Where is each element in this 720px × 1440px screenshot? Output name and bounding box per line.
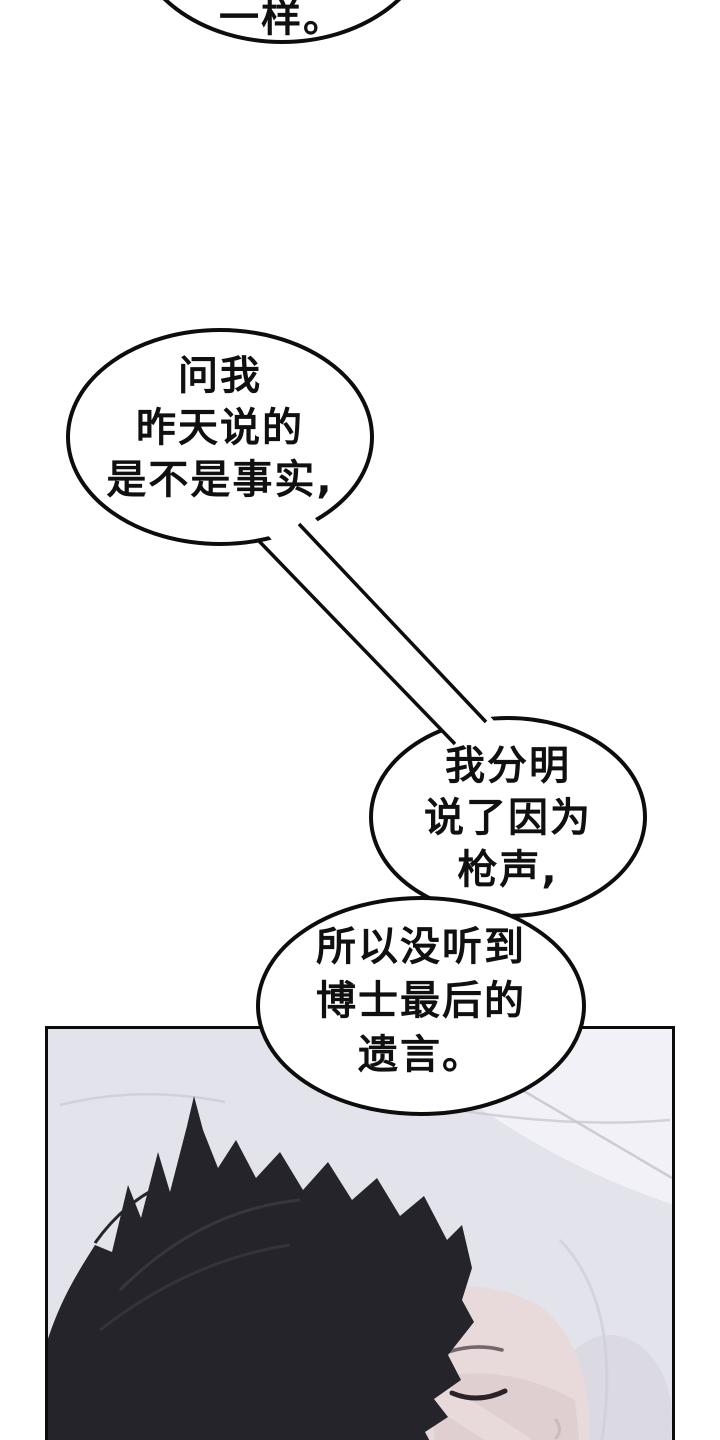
pillow-crease xyxy=(558,1238,609,1440)
speech-bubble-1-text: 问我 昨天说的 是不是事实, xyxy=(70,350,370,506)
hair-highlight xyxy=(118,1198,301,1292)
bubble-tail-fill xyxy=(256,508,495,748)
speech-line: 是不是事实, xyxy=(106,457,334,503)
speech-line: 说了因为 xyxy=(424,795,592,841)
speech-line: 我分明 xyxy=(445,743,571,789)
speech-bubble-3-text: 所以没听到 博士最后的 遗言。 xyxy=(258,920,584,1082)
hair-highlight xyxy=(99,1243,291,1332)
speech-line: 昨天说的 xyxy=(136,405,304,451)
closed-eye xyxy=(449,1388,508,1401)
speech-bubble-2-text: 我分明 说了因为 枪声, xyxy=(368,740,648,896)
speech-line: 遗言。 xyxy=(358,1032,484,1078)
speech-bubble-3 xyxy=(256,896,586,1116)
eyebrow xyxy=(446,1345,504,1354)
speech-line: 问我 xyxy=(178,353,262,399)
pillow-crease xyxy=(59,1092,226,1107)
speech-bubble-top-text: 一样。 xyxy=(157,0,407,44)
bubble-tail-line xyxy=(297,522,488,724)
speech-bubble-1 xyxy=(66,328,374,546)
hair-strand xyxy=(93,1184,161,1244)
speech-line: 一样。 xyxy=(219,0,345,41)
speech-bubbles xyxy=(66,0,647,1116)
speech-line: 枪声, xyxy=(457,847,559,893)
speech-line: 所以没听到 xyxy=(316,924,526,970)
bubble-tail-line xyxy=(256,538,457,746)
speech-bubble-top xyxy=(162,0,402,44)
speech-line: 博士最后的 xyxy=(316,978,526,1024)
nose-line xyxy=(554,1418,561,1440)
hair-shape xyxy=(46,1096,474,1440)
